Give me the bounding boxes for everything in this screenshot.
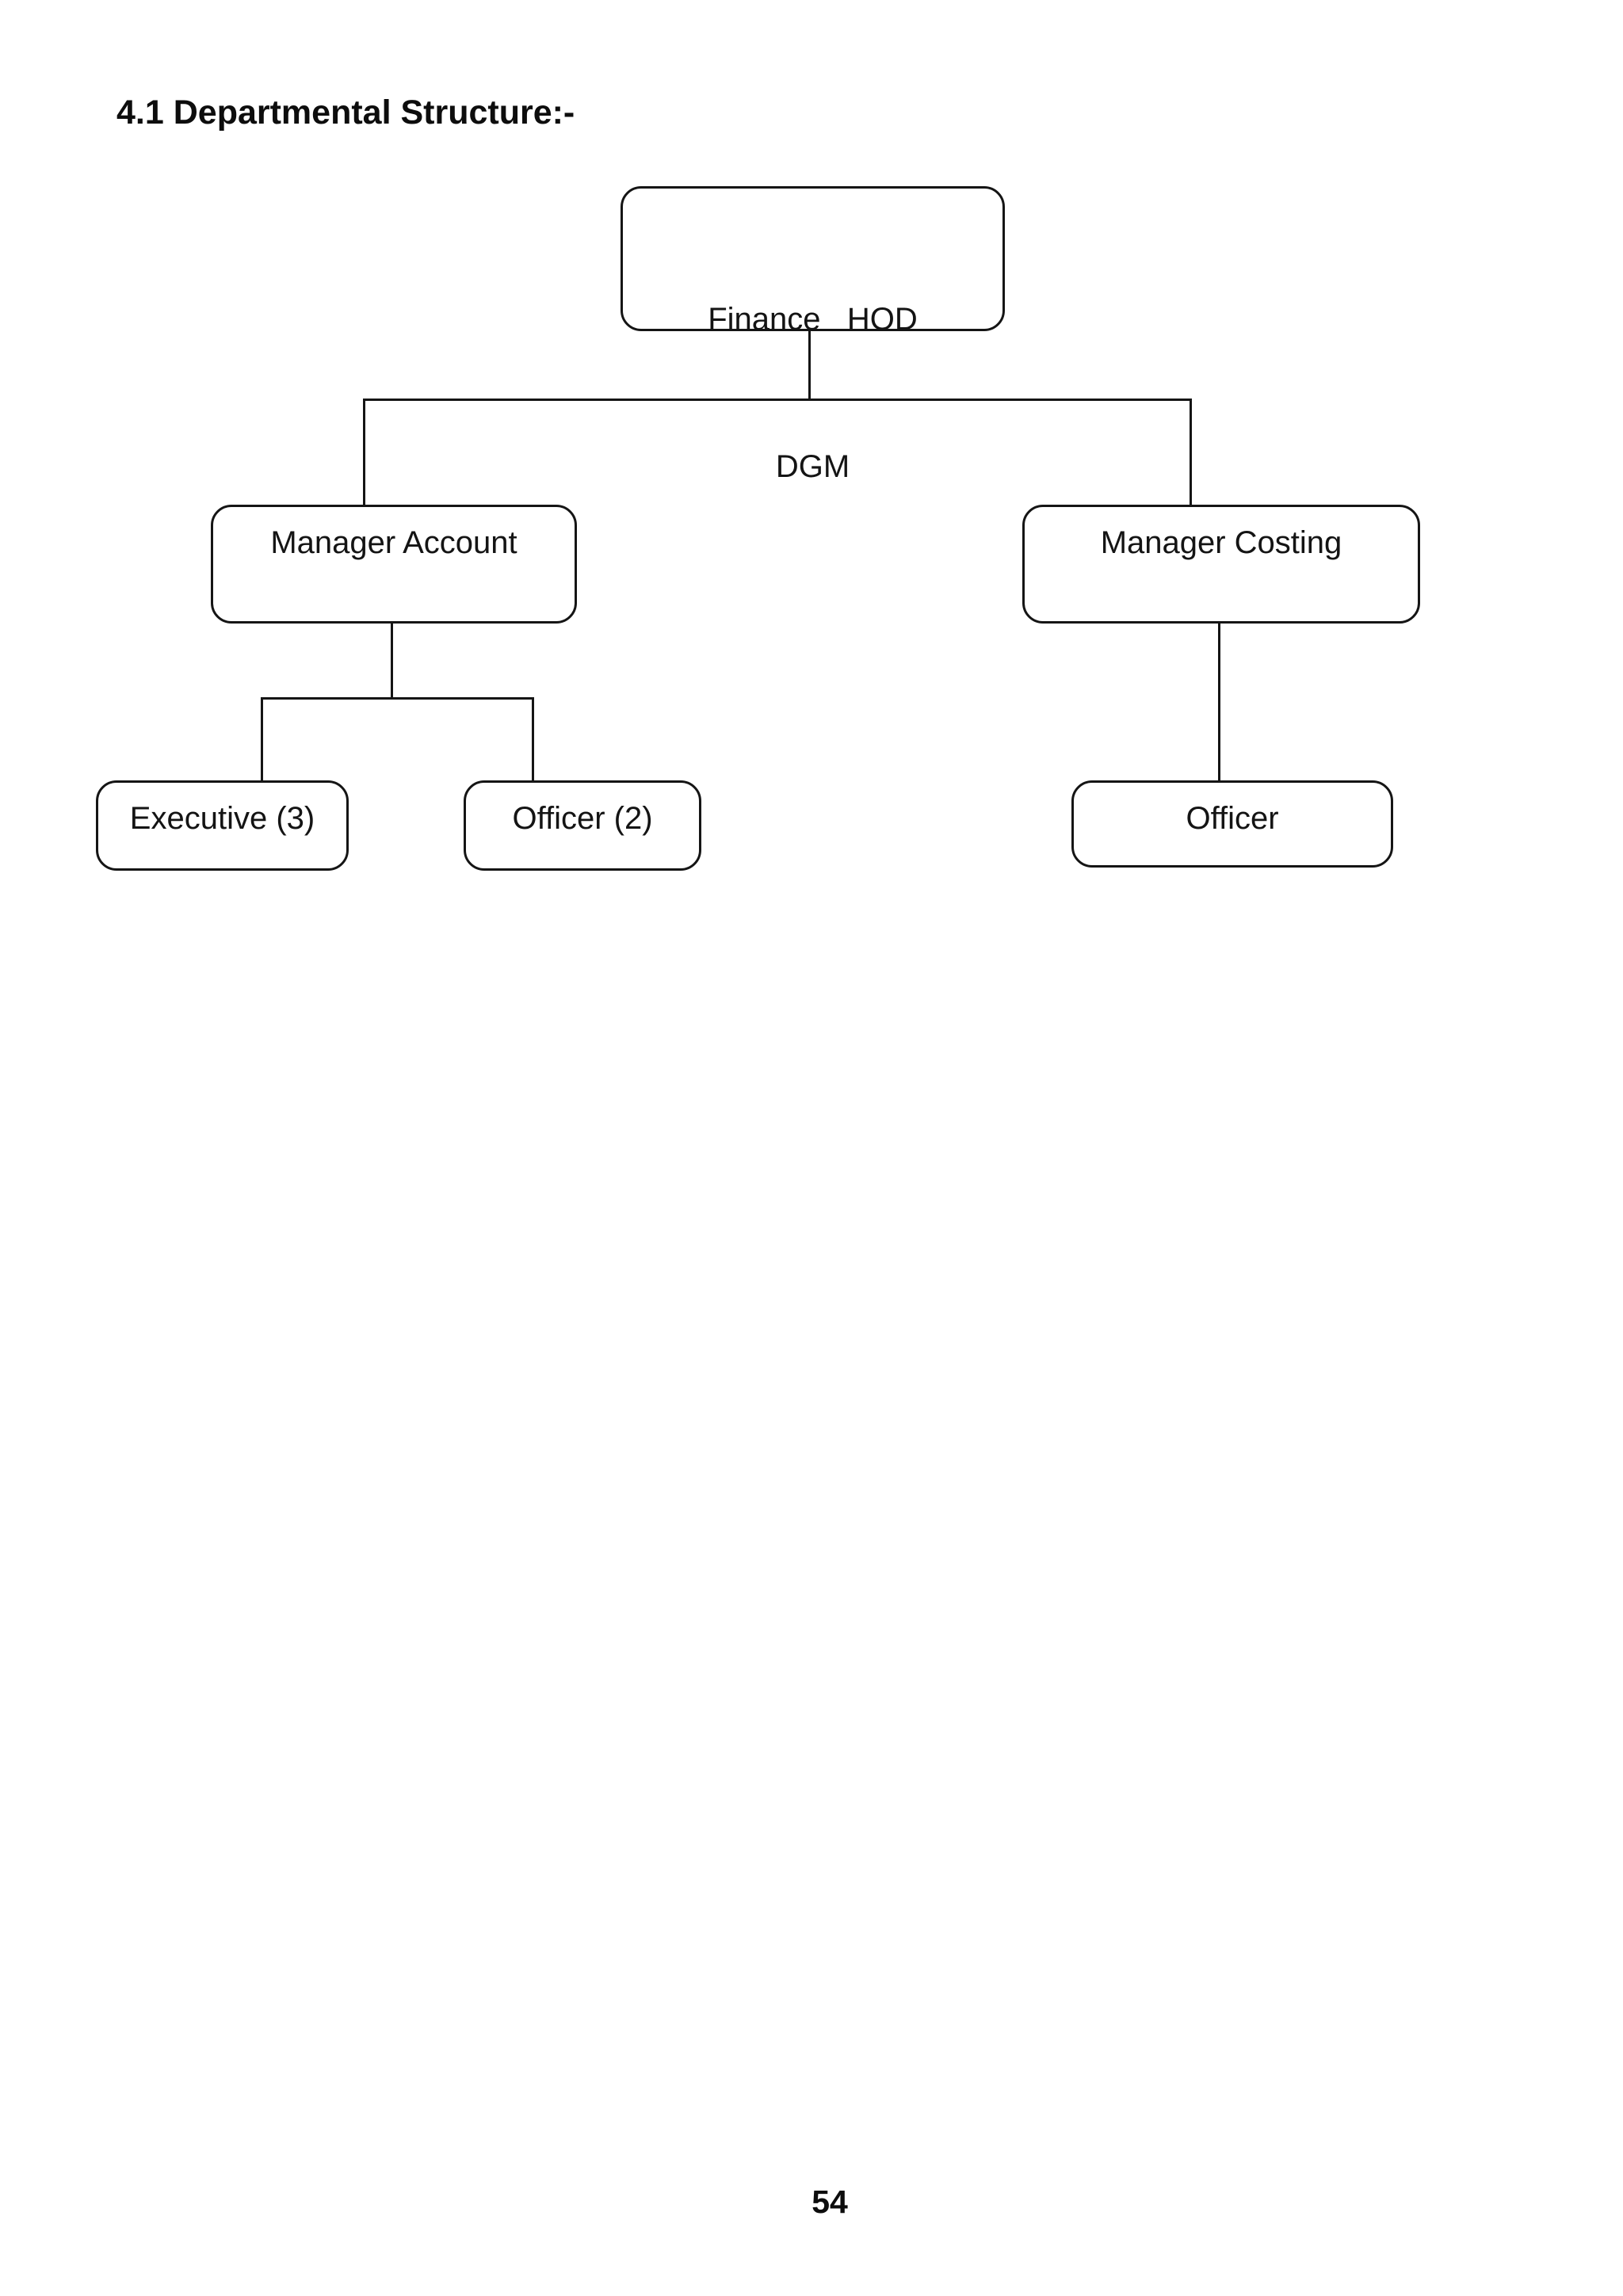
org-node-executive: Executive (3) — [96, 780, 349, 871]
connector-drop-officer-2 — [532, 697, 534, 782]
connector-root-stem — [808, 330, 811, 401]
org-node-manager-account: Manager Account — [211, 505, 577, 624]
connector-drop-officer — [1218, 622, 1220, 782]
connector-level1-horizontal — [363, 399, 1192, 401]
connector-level2-horizontal — [261, 697, 534, 700]
org-node-finance-hod-line1: Finance HOD — [708, 302, 918, 337]
page-number: 54 — [812, 2183, 848, 2220]
connector-account-stem — [391, 622, 393, 700]
org-node-officer-2: Officer (2) — [464, 780, 701, 871]
org-node-manager-costing: Manager Costing — [1022, 505, 1420, 624]
connector-drop-executive — [261, 697, 263, 782]
org-node-finance-hod: Finance HOD DGM — [621, 186, 1005, 484]
org-node-officer: Officer — [1071, 780, 1393, 868]
connector-drop-manager-costing — [1190, 399, 1192, 506]
section-heading: 4.1 Departmental Structure:- — [116, 93, 575, 132]
org-node-finance-hod-line2: DGM — [775, 449, 850, 484]
connector-drop-manager-account — [363, 399, 365, 506]
